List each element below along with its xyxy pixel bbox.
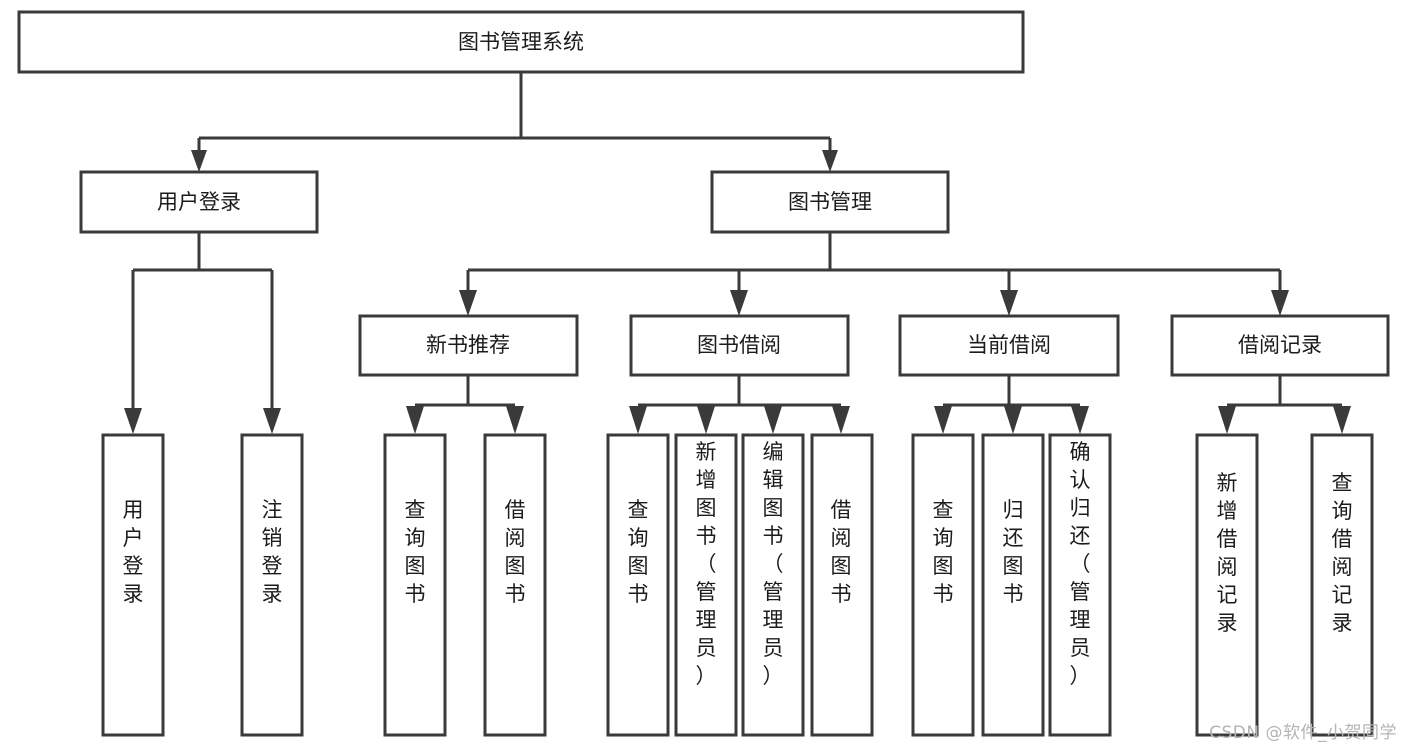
node-leaf-query-book-3[interactable]: 查询图书 [911,433,975,737]
node-current-borrow[interactable]: 当前借阅 [898,314,1120,377]
node-borrow-record-box[interactable] [1170,314,1390,377]
node-leaf-query-book-3-box[interactable] [911,433,975,737]
arrow-to-leaf-user-logout [263,408,281,434]
node-book-manage-label: 图书管理 [788,190,872,214]
node-current-borrow-box[interactable] [898,314,1120,377]
arrow-root-to-book-manage [822,150,838,172]
node-leaf-add-book-box[interactable] [674,433,738,737]
node-leaf-query-book-2[interactable]: 查询图书 [606,433,670,737]
node-book-borrow[interactable]: 图书借阅 [629,314,850,377]
arrow-to-new-book-rec [459,290,477,316]
node-book-manage[interactable]: 图书管理 [710,170,950,234]
node-leaf-add-record[interactable]: 新增借阅记录 [1195,433,1259,737]
arrow-to-leaf-query-record [1333,406,1351,434]
node-book-borrow-label: 图书借阅 [697,333,781,357]
node-leaf-query-record-box[interactable] [1310,433,1374,737]
arrow-to-book-borrow [730,290,748,316]
node-root[interactable]: 图书管理系统 [17,10,1025,74]
node-leaf-query-record[interactable]: 查询借阅记录 [1310,433,1374,737]
node-leaf-user-logout-box[interactable] [240,433,304,737]
node-leaf-return-book[interactable]: 归还图书 [981,433,1045,737]
arrow-to-leaf-add-book [697,406,715,434]
arrow-root-to-user-login [191,150,207,172]
arrow-to-leaf-borrow-book-1 [506,406,524,434]
arrow-to-leaf-add-record [1218,406,1236,434]
node-root-box[interactable] [17,10,1025,74]
node-borrow-record[interactable]: 借阅记录 [1170,314,1390,377]
node-leaf-add-book-label: 新增图书（管理员） [696,440,717,688]
node-leaf-borrow-book-1-box[interactable] [483,433,547,737]
node-leaf-borrow-book-1[interactable]: 借阅图书 [483,433,547,737]
node-leaf-user-logout[interactable]: 注销登录 [240,433,304,737]
node-leaf-return-book-label: 归还图书 [1003,498,1024,606]
node-new-book-rec-label: 新书推荐 [426,333,510,357]
node-new-book-rec[interactable]: 新书推荐 [358,314,579,377]
arrow-to-leaf-user-login [124,408,142,434]
node-user-login[interactable]: 用户登录 [79,170,319,234]
node-leaf-query-book-2-box[interactable] [606,433,670,737]
node-leaf-borrow-book-2-label: 借阅图书 [831,498,852,606]
node-leaf-query-book-1-label: 查询图书 [405,498,426,606]
node-leaf-query-book-3-label: 查询图书 [933,498,954,606]
arrow-to-leaf-query-book-1 [406,406,424,434]
arrow-to-borrow-record [1271,290,1289,316]
node-leaf-borrow-book-1-label: 借阅图书 [505,498,526,606]
node-leaf-query-record-label: 查询借阅记录 [1332,471,1353,635]
node-leaf-query-book-2-label: 查询图书 [628,498,649,606]
arrow-to-current-borrow [1000,290,1018,316]
node-leaf-add-record-box[interactable] [1195,433,1259,737]
node-root-label: 图书管理系统 [458,30,584,54]
node-new-book-rec-box[interactable] [358,314,579,377]
node-leaf-borrow-book-2-box[interactable] [810,433,874,737]
node-user-login-label: 用户登录 [157,190,241,214]
connector-layer [124,72,1351,434]
node-leaf-add-record-label: 新增借阅记录 [1217,471,1238,635]
arrow-to-leaf-query-book-2 [629,406,647,434]
node-user-login-box[interactable] [79,170,319,234]
node-leaf-add-book[interactable]: 新增图书（管理员） [674,433,738,737]
arrow-to-leaf-query-book-3 [934,406,952,434]
node-leaf-confirm-return[interactable]: 确认归还（管理员） [1048,433,1112,737]
node-leaf-query-book-1-box[interactable] [383,433,447,737]
node-leaf-edit-book-box[interactable] [741,433,805,737]
node-borrow-record-label: 借阅记录 [1238,333,1322,357]
arrow-to-leaf-edit-book [764,406,782,434]
arrow-to-leaf-return-book [1004,406,1022,434]
arrow-to-leaf-confirm-return [1071,406,1089,434]
node-leaf-user-login-box[interactable] [101,433,165,737]
node-leaf-edit-book[interactable]: 编辑图书（管理员） [741,433,805,737]
node-book-manage-box[interactable] [710,170,950,234]
arrow-to-leaf-borrow-book-2 [832,406,850,434]
node-leaf-user-login[interactable]: 用户登录 [101,433,165,737]
node-leaf-confirm-return-box[interactable] [1048,433,1112,737]
node-leaf-user-login-label: 用户登录 [123,498,144,606]
node-leaf-edit-book-label: 编辑图书（管理员） [763,440,784,688]
node-leaf-borrow-book-2[interactable]: 借阅图书 [810,433,874,737]
node-leaf-return-book-box[interactable] [981,433,1045,737]
node-book-borrow-box[interactable] [629,314,850,377]
node-leaf-query-book-1[interactable]: 查询图书 [383,433,447,737]
node-leaf-user-logout-label: 注销登录 [262,498,283,606]
node-current-borrow-label: 当前借阅 [967,333,1051,357]
node-leaf-confirm-return-label: 确认归还（管理员） [1070,440,1091,688]
